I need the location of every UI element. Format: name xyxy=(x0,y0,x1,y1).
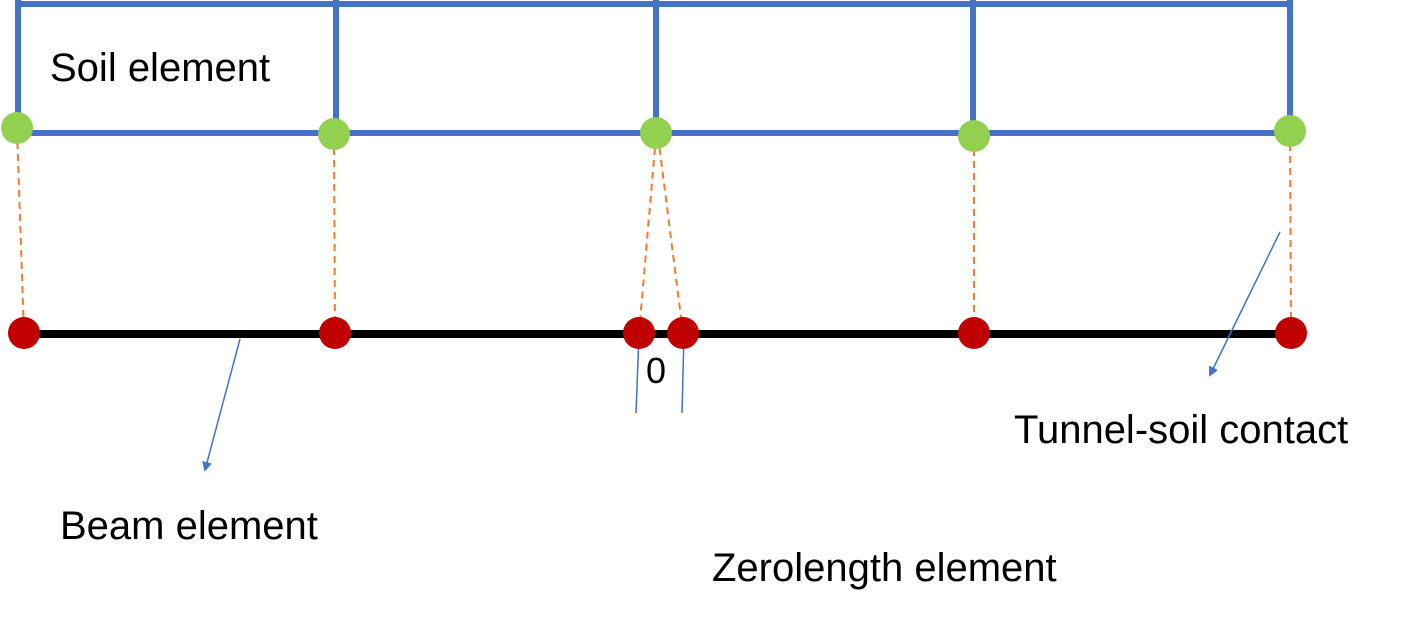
beam-node-1 xyxy=(8,317,40,349)
beam-element-label: Beam element xyxy=(60,504,318,548)
beam-node-4 xyxy=(958,317,990,349)
beam-nodes xyxy=(8,317,1307,349)
contact-links xyxy=(16,129,1292,334)
contact-link-3b xyxy=(657,135,684,334)
beam-callout-arrow xyxy=(202,338,241,472)
beam-node-5 xyxy=(1275,317,1307,349)
contact-link-5 xyxy=(1289,131,1292,334)
soil-element-label: Soil element xyxy=(50,46,271,90)
beam-node-3b xyxy=(667,317,699,349)
soil-node-3 xyxy=(640,117,672,149)
soil-node-4 xyxy=(958,120,990,152)
contact-callout-arrow xyxy=(1209,231,1281,377)
soil-node-1 xyxy=(1,112,33,144)
soil-node-2 xyxy=(318,118,350,150)
soil-frame xyxy=(15,0,1293,136)
contact-link-1 xyxy=(16,129,25,334)
beam-node-3a xyxy=(623,317,655,349)
beam-node-2 xyxy=(319,317,351,349)
tunnel-soil-contact-label: Tunnel-soil contact xyxy=(1014,408,1349,452)
zerolength-element-label: Zerolength element xyxy=(712,546,1057,590)
soil-nodes xyxy=(1,112,1306,152)
contact-link-3a xyxy=(638,135,657,334)
soil-node-5 xyxy=(1274,115,1306,147)
contact-link-2 xyxy=(333,135,336,334)
zero-gap-label: 0 xyxy=(646,350,667,391)
